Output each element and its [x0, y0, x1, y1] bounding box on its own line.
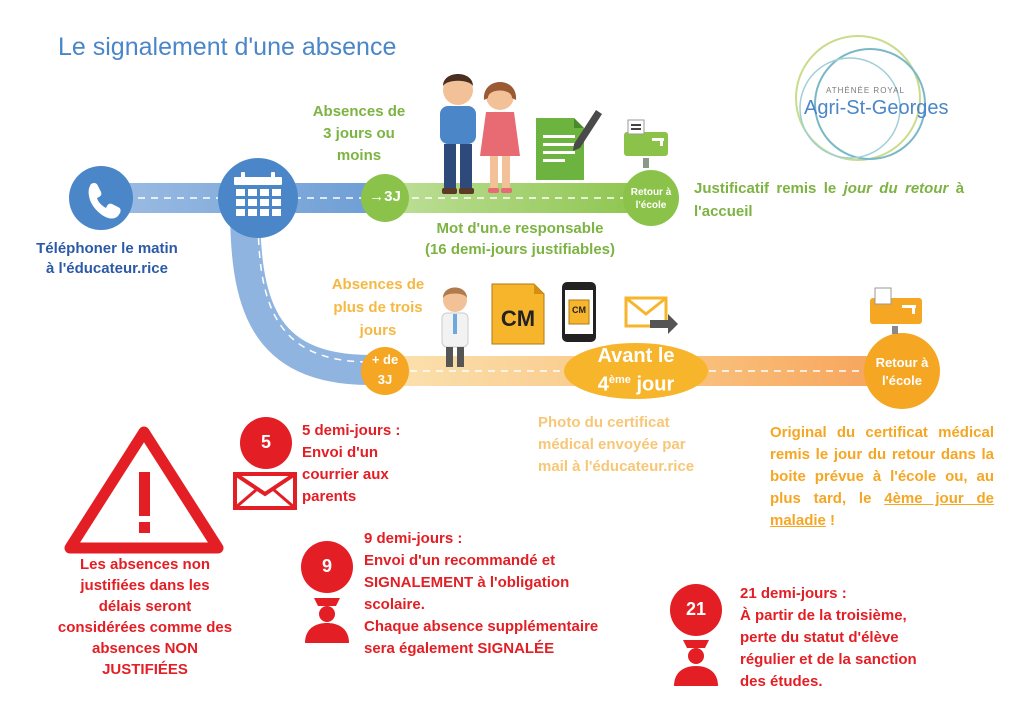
calendar-node [218, 158, 298, 238]
page-title: Le signalement d'une absence [58, 33, 397, 61]
step-21-number: 21 [685, 599, 707, 619]
doctor-illustration [441, 287, 469, 367]
calendar-cell [260, 209, 269, 216]
calendar-cell [248, 209, 257, 216]
step-9-text: 9 demi-jours : Envoi d'un recommandé et … [364, 530, 599, 657]
calendar-cell [272, 189, 281, 196]
green-road [380, 183, 660, 213]
long-return-node [864, 333, 940, 409]
deadline-node [564, 343, 708, 399]
step-5-text: 5 demi-jours : Envoi d'un courrier aux p… [302, 422, 401, 505]
step-21-text: 21 demi-jours : À partir de la troisième… [740, 585, 917, 690]
phone-icon [88, 182, 121, 219]
logo-rings [795, 35, 926, 161]
short-return-label: Retour à l'école [630, 187, 672, 211]
logo-line1: ATHÉNÉE ROYAL [826, 86, 905, 95]
step-5-badge [240, 417, 292, 469]
calendar-cell [236, 189, 245, 196]
green-mailbox-icon [624, 119, 668, 168]
warning-text: Les absences non justifiées dans les dél… [57, 556, 233, 678]
short-node-label: →3J [369, 188, 401, 205]
officer-icon-21 [674, 640, 718, 686]
long-node-label: + de 3J [371, 352, 399, 387]
calendar-cell [236, 209, 245, 216]
phone-node [69, 166, 133, 230]
calendar-cell [260, 189, 269, 196]
step-21-badge [670, 584, 722, 636]
envelope-icon [233, 472, 297, 510]
calendar-icon [234, 172, 282, 185]
phone-cm-label: CM [572, 305, 586, 315]
calendar-cell [248, 189, 257, 196]
smartphone-icon [562, 282, 596, 342]
photo-note: Photo du certificat médical envoyée par … [538, 414, 695, 475]
deadline-label: Avant le 4ème jour [597, 345, 675, 396]
short-result-text: Justificatif remis le jour du retour à l… [694, 180, 965, 220]
step-9-badge [301, 541, 353, 593]
step-5-number: 5 [260, 432, 271, 452]
step-9-number: 9 [321, 556, 332, 576]
email-send-icon [624, 296, 678, 334]
short-absence-note: Mot d'un.e responsable (16 demi-jours ju… [424, 220, 616, 258]
short-absence-heading: Absences de 3 jours ou moins [312, 103, 406, 164]
calendar-cell [272, 199, 281, 206]
long-return-label: Retour à l'école [875, 355, 929, 388]
warning-triangle-icon [64, 426, 224, 554]
original-certificate-text: Original du certificat médical remis le … [770, 424, 995, 529]
long-node [361, 347, 409, 395]
calendar-cell [248, 199, 257, 206]
calendar-cell [236, 199, 245, 206]
logo-line2: Agri-St-Georges [804, 97, 949, 119]
cm-document-icon [491, 283, 545, 345]
cm-label: CM [500, 306, 536, 331]
short-return-node [623, 170, 679, 226]
calendar-cell [272, 209, 281, 216]
parents-illustration [440, 74, 520, 194]
phone-step-text: Téléphoner le matin à l'éducateur.rice [36, 240, 178, 277]
orange-mailbox-icon [870, 287, 922, 334]
long-absence-heading: Absences de plus de trois jours [331, 276, 425, 339]
calendar-cell [260, 199, 269, 206]
note-document-icon [536, 110, 602, 180]
short-node [361, 174, 409, 222]
officer-icon-9 [305, 598, 349, 643]
